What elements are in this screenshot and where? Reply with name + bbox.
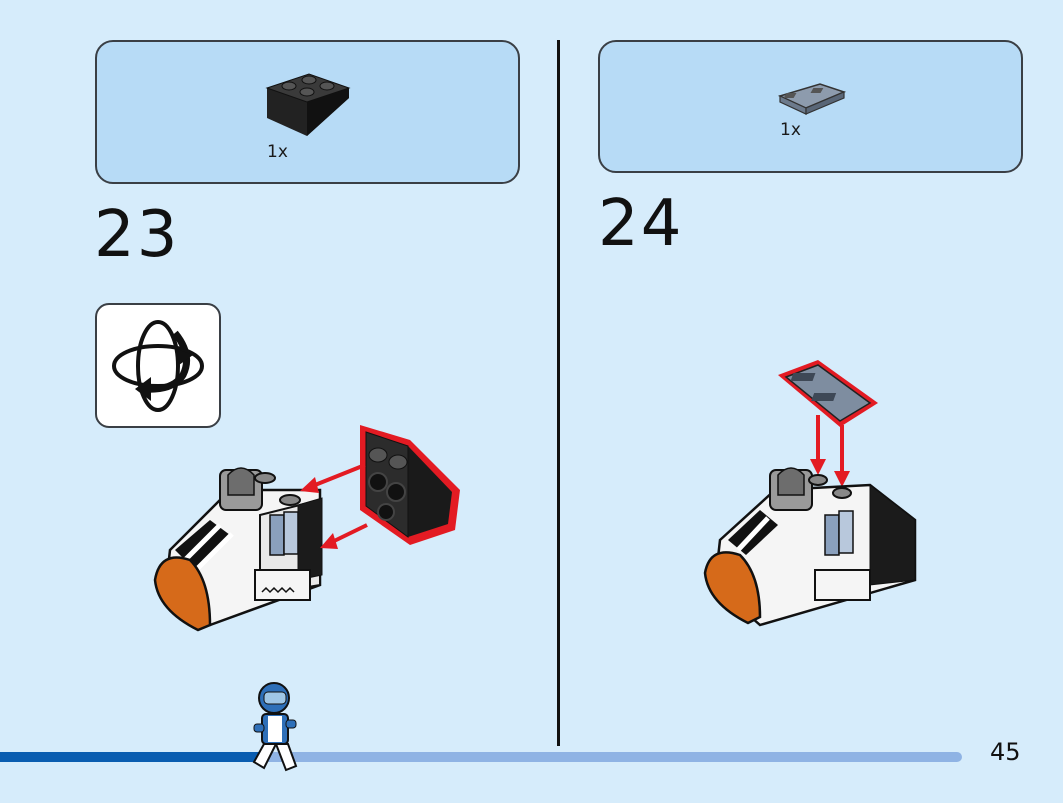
- grey-jumper-plate-icon: [777, 83, 847, 115]
- part-quantity: 1x: [780, 120, 801, 140]
- model-assembly-step-24: [703, 360, 917, 627]
- parts-callout-step-24: 1x: [598, 40, 1023, 173]
- assembly-arrows-step-23: [300, 463, 368, 549]
- rotate-model-indicator: [95, 303, 221, 428]
- step-divider: [557, 40, 560, 746]
- minifigure-runner-icon: [252, 682, 298, 772]
- parts-callout-step-23: 1x: [95, 40, 520, 184]
- page-number: 45: [990, 738, 1021, 766]
- progress-bar-filled: [0, 752, 262, 762]
- step-number-23: 23: [94, 198, 180, 272]
- step-number-24: 24: [598, 187, 684, 261]
- new-part-callout-step-23: [360, 425, 460, 545]
- part-quantity: 1x: [267, 142, 288, 162]
- rotate-model-icon: [112, 320, 204, 412]
- black-inverted-slope-brick-icon: [265, 73, 351, 136]
- progress-bar-track: [262, 752, 962, 762]
- model-assembly-step-23: [153, 467, 323, 632]
